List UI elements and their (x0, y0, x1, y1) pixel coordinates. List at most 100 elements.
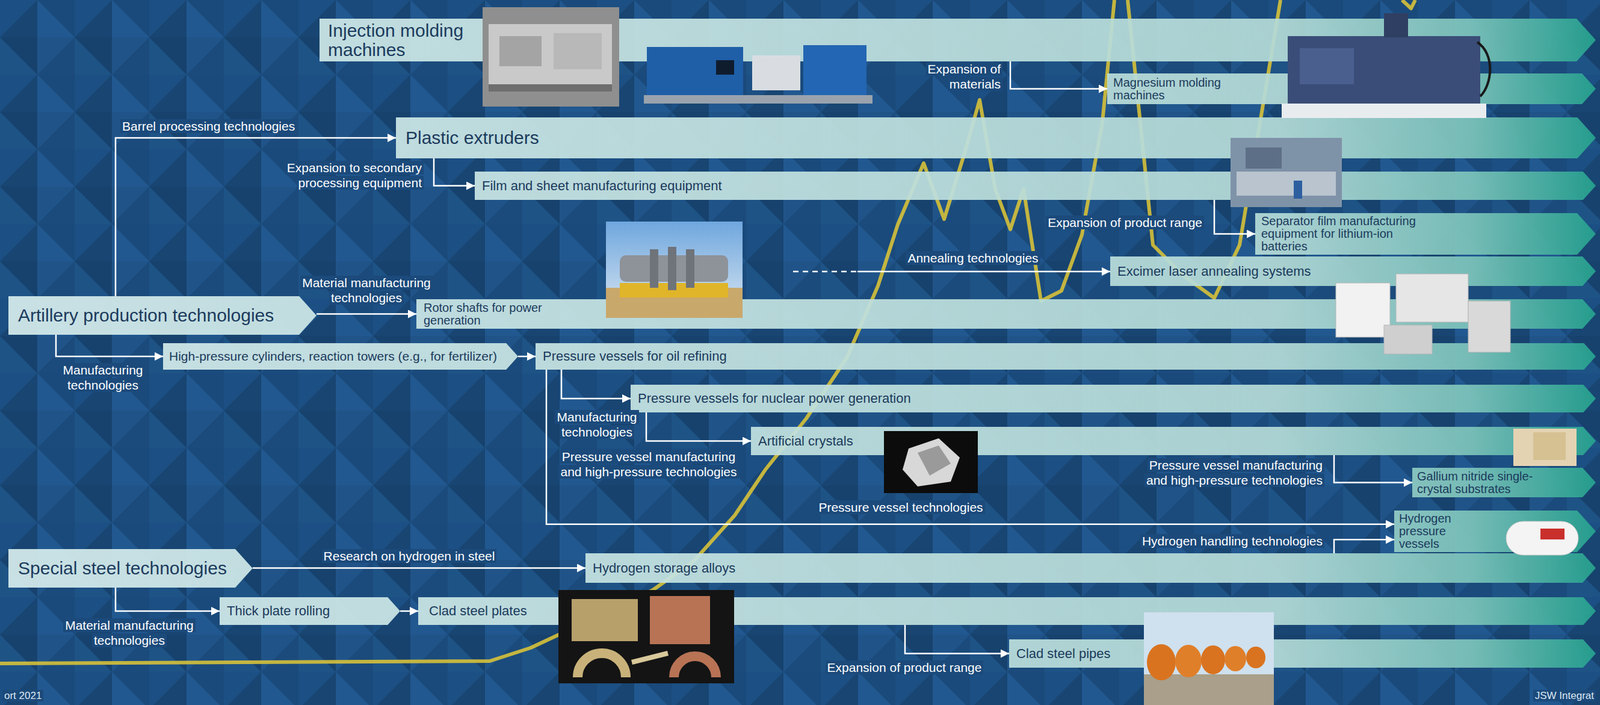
band-shape (418, 596, 1596, 625)
band-shape (395, 117, 1596, 159)
edge-label-box: Material manufacturing technologies (297, 274, 436, 306)
photo-excimer-system (1468, 300, 1511, 353)
growth-line (0, 0, 1115, 664)
product-band: Hydrogen pressure vessels (1394, 510, 1596, 552)
connector-arrow (55, 334, 164, 357)
connector-arrow (518, 355, 536, 358)
photo-magnesium-molding-machine (1281, 13, 1490, 118)
photo-rotor-shaft (605, 221, 743, 318)
photo-film-line (1236, 171, 1336, 196)
edge-label: Expansion of product range (1045, 215, 1205, 230)
photo-clad-pipes (1246, 646, 1266, 668)
band-outline (418, 596, 1596, 625)
photo-clad-pipes (1201, 645, 1226, 674)
node-text: Separator film manufacturing equipment f… (1255, 214, 1442, 253)
product-band: Artificial crystals (750, 426, 1596, 455)
photo-clad-pipes (1143, 611, 1274, 705)
photo-magnesium-molding-machine (1287, 36, 1481, 106)
node-text: Artillery production technologies (8, 305, 278, 325)
growth-line (1127, 0, 1281, 298)
node-text: Plastic extruders (395, 128, 543, 148)
product-band: Hydrogen storage alloys (585, 552, 1596, 583)
node-text: Pressure vessels for oil refining (535, 349, 731, 363)
photo-gan-substrate (1533, 432, 1566, 460)
annealing-arrow (793, 270, 858, 273)
connector-arrow (646, 412, 751, 442)
product-band: Clad steel pipes (1009, 639, 1596, 668)
photo-clad-pipes (1175, 644, 1202, 677)
product-band: Rotor shafts for power generation (416, 299, 1596, 329)
connector-arrow (1214, 199, 1256, 235)
band-outline (1394, 510, 1596, 552)
node-text: Film and sheet manufacturing equipment (474, 178, 726, 193)
footer-note: ort 2021 (2, 689, 44, 702)
connector-arrow (905, 624, 1010, 654)
band-outline (8, 548, 253, 588)
photo-clad-pipes (1143, 611, 1274, 705)
edge-label: Barrel processing technologies (120, 119, 297, 133)
band-shape (416, 299, 1596, 329)
node-text: Injection molding machines (319, 21, 476, 59)
photo-artificial-crystal (883, 430, 978, 493)
photo-clad-pipes (1143, 673, 1274, 705)
photo-artificial-crystal (917, 445, 951, 476)
product-band: Plastic extruders (395, 117, 1596, 159)
technology-label: Annealing technologies (905, 250, 1040, 266)
node-text: Rotor shafts for power generation (416, 301, 546, 327)
photo-rotor-shaft (685, 249, 695, 288)
band-outline (163, 342, 519, 370)
growth-line (0, 0, 1416, 664)
node-text: Magnesium molding machines (1107, 76, 1228, 102)
edge-label: Pressure vessel manufacturing and high-p… (558, 449, 739, 479)
source-technology-arrow: High-pressure cylinders, reaction towers… (163, 342, 519, 370)
band-outline (219, 596, 401, 625)
product-band: Separator film manufacturing equipment f… (1255, 213, 1596, 255)
node-text: High-pressure cylinders, reaction towers… (163, 349, 501, 363)
photo-injection-machine (643, 95, 873, 104)
edge-label-box: Expansion of product range (1045, 214, 1205, 230)
node-text: Special steel technologies (8, 558, 231, 578)
photo-excimer-system (1383, 324, 1433, 354)
footer-note: JSW Integrat (1533, 689, 1596, 702)
photo-hydrogen-tank (1506, 521, 1579, 555)
photo-rotor-shaft (619, 255, 729, 282)
edge-label: Expansion of product range (825, 660, 984, 674)
photo-magnesium-molding-machine (1299, 48, 1354, 85)
photo-old-injection-machine (488, 24, 612, 85)
photo-old-injection-machine (553, 33, 602, 70)
photo-film-line (1245, 147, 1282, 169)
photo-magnesium-molding-machine (1383, 13, 1409, 38)
edge-label-box: Research on hydrogen in steel (321, 548, 498, 564)
photo-old-injection-machine (482, 7, 620, 107)
photo-artificial-crystal (883, 430, 978, 493)
edge-label-box: Expansion of materials (924, 61, 1003, 92)
product-band: Clad steel plates (418, 596, 1596, 625)
node-text: Clad steel pipes (1009, 646, 1115, 661)
edge-label-box: Expansion to secondary processing equipm… (282, 160, 424, 191)
band-outline (1255, 213, 1596, 255)
node-text: Pressure vessels for nuclear power gener… (630, 391, 915, 405)
footer-note: ort 2021 (2, 689, 44, 702)
photo-excimer-system (1335, 282, 1390, 337)
photo-clad-steel (673, 655, 717, 677)
photo-magnesium-molding-machine (1281, 103, 1487, 118)
photo-film-line (1230, 137, 1342, 207)
connector-arrow (400, 610, 419, 612)
photo-excimer-system (1335, 273, 1511, 354)
annealing-arrow (793, 271, 1111, 272)
annealing-arrow (857, 270, 1111, 273)
photo-rotor-shaft (667, 246, 677, 291)
photo-magnesium-molding-machine (1477, 42, 1490, 97)
connector-arrow (1334, 539, 1395, 553)
photo-clad-pipes (1146, 643, 1176, 680)
product-band: Magnesium molding machines (1107, 73, 1596, 105)
photo-hydrogen-tank (1506, 521, 1579, 555)
node-text: Hydrogen pressure vessels (1394, 512, 1488, 550)
band-outline (535, 342, 1596, 370)
node-text: Excimer laser annealing systems (1110, 264, 1315, 278)
band-shape (585, 552, 1596, 583)
edge-label: Material manufacturing technologies (63, 617, 196, 647)
edge-label: Manufacturing technologies (554, 409, 639, 439)
connector-arrow (115, 587, 220, 611)
source-technology-arrow: Artillery production technologies (8, 296, 317, 335)
